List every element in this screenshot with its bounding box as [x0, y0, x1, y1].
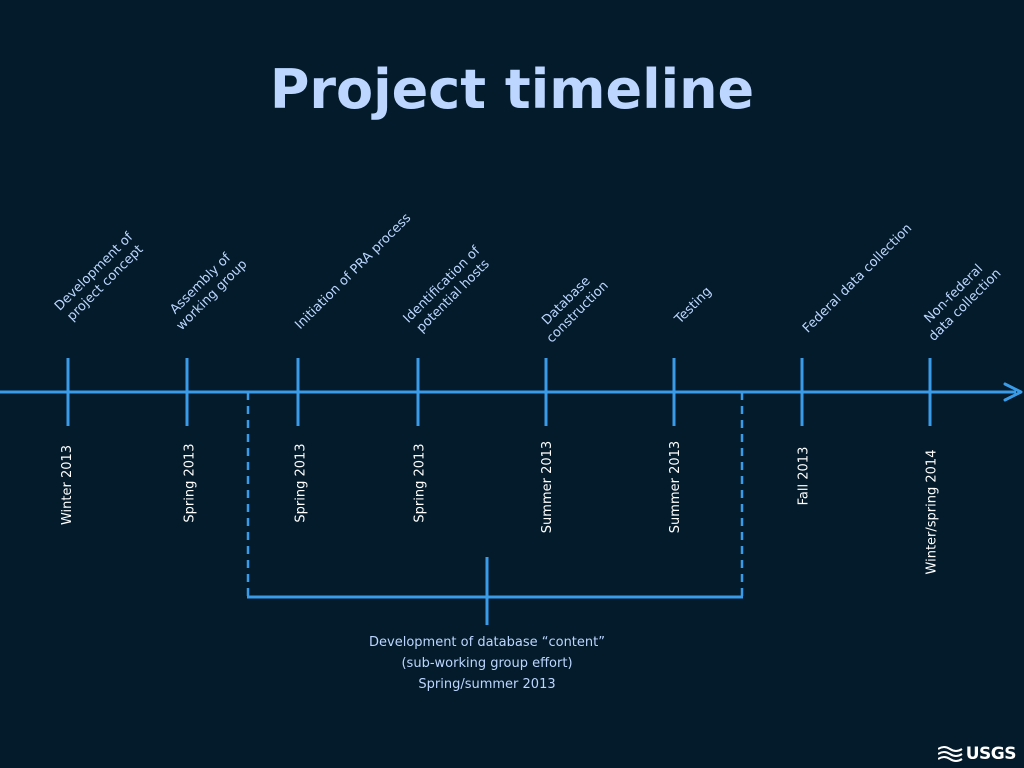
milestone-date: Summer 2013 — [668, 440, 684, 534]
milestone-date: Winter/spring 2014 — [923, 449, 939, 575]
usgs-logo-text: USGS — [965, 744, 1017, 764]
milestone-date: Spring 2013 — [412, 443, 428, 523]
bracket-note: Development of database “content” (sub-w… — [287, 632, 687, 695]
milestone-date: Summer 2013 — [540, 440, 556, 534]
milestone-date: Spring 2013 — [293, 443, 309, 523]
timeline-arrowhead — [1003, 382, 1023, 402]
bracket — [246, 392, 744, 625]
bracket-note-line: Development of database “content” — [369, 635, 605, 650]
milestone-date: Spring 2013 — [182, 443, 198, 523]
usgs-wave-icon — [937, 746, 963, 762]
milestone-date: Winter 2013 — [60, 444, 76, 526]
slide-title: Project timeline — [269, 58, 755, 121]
milestone-date: Fall 2013 — [795, 446, 811, 506]
timeline-ticks — [66, 358, 932, 426]
bracket-note-line: Spring/summer 2013 — [418, 677, 556, 692]
usgs-logo: USGS — [937, 744, 1017, 764]
bracket-note-line: (sub-working group effort) — [401, 656, 573, 671]
